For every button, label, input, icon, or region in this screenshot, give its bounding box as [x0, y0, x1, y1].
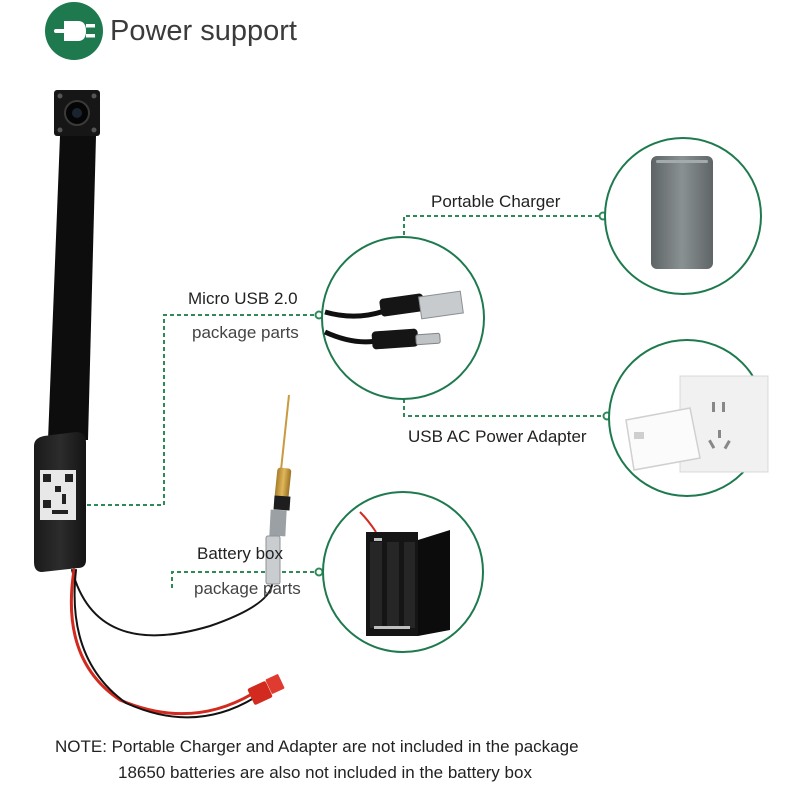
battery-box-label: Battery box — [197, 544, 283, 563]
battery-box-sublabel: package parts — [194, 579, 301, 598]
micro-usb-connector — [80, 314, 318, 506]
power-cables — [69, 568, 273, 719]
note-line-2: 18650 batteries are also not included in… — [118, 763, 532, 782]
power-plug-icon — [45, 2, 103, 60]
wifi-antenna — [265, 394, 292, 585]
usb-ac-adapter-image — [608, 339, 769, 497]
usb-ac-adapter-label: USB AC Power Adapter — [408, 427, 587, 446]
flex-cable — [48, 136, 96, 440]
note-line-1: NOTE: Portable Charger and Adapter are n… — [55, 737, 579, 756]
micro-usb-cable-image — [321, 236, 485, 400]
jst-connector — [247, 674, 285, 705]
portable-charger-label: Portable Charger — [431, 192, 561, 211]
adapter-connector — [403, 392, 606, 417]
page-title: Power support — [110, 15, 297, 47]
micro-usb-label: Micro USB 2.0 — [188, 289, 298, 308]
portable-charger-image — [604, 137, 762, 295]
camera-module — [34, 90, 100, 572]
charger-connector — [403, 215, 602, 242]
battery-box-image — [322, 491, 484, 653]
micro-usb-sublabel: package parts — [192, 323, 299, 342]
